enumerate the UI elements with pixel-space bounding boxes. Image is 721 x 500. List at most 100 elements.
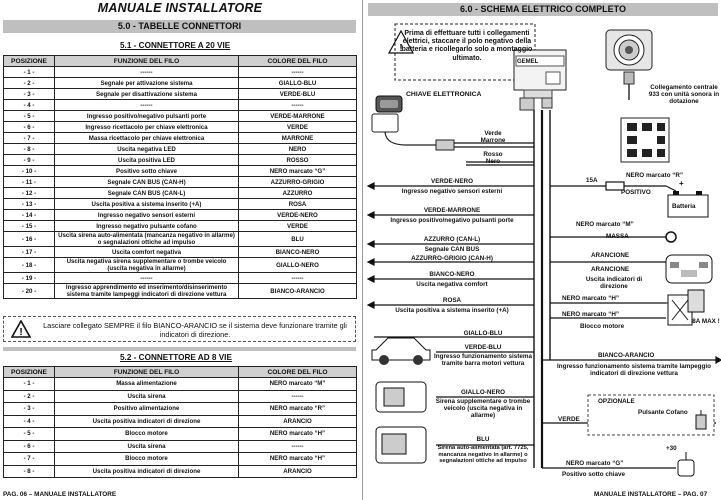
cell-position: - 17 - [3,246,55,258]
cell-color: ARANCIO [238,414,357,428]
label-plus: + [679,179,684,188]
siren-self-powered-icon [375,426,427,464]
label-arancione-1: ARANCIONE [591,252,630,259]
col-function: FUNZIONE DEL FILO [54,366,239,378]
connector-20-table: POSIZIONE FUNZIONE DEL FILO COLORE DEL F… [3,55,357,299]
cell-color: AZZURRO [238,187,357,199]
table-row: - 7 -Massa ricettacolo per chiave elettr… [3,132,357,144]
right-page: 6.0 - SCHEMA ELETTRICO COMPLETO ! [366,0,721,500]
note-warning-icon [387,29,415,54]
section-divider [3,347,356,351]
cell-color: VERDE-MARRONE [238,110,357,122]
cell-function: Ingresso apprendimento ed inserimento/di… [54,283,239,299]
cell-function: ------ [54,99,239,111]
cell-position: - 13 - [3,198,55,210]
cell-position: - 7 - [3,452,55,466]
cell-color: ROSSO [238,154,357,166]
col-function: FUNZIONE DEL FILO [54,55,239,67]
section-bar-tables: 5.0 - TABELLE CONNETTORI [3,20,356,33]
label-arancione-2: ARANCIONE [591,266,630,273]
cell-color: VERDE [238,121,357,133]
connector-8-icon [620,117,670,163]
label-positivo-chiave: Positivo sotto chiave [562,471,625,478]
cell-function: Uscita sirena [54,389,239,403]
cell-color: VERDE-BLU [238,88,357,100]
electronic-key-icon [371,95,455,151]
cell-position: - 4 - [3,414,55,428]
cell-color: BLU [238,231,357,247]
cell-position: - 6 - [3,121,55,133]
cell-position: - 3 - [3,88,55,100]
label-blocco: Blocco motore [580,323,625,330]
table-row: - 16 -Uscita sirena auto-alimentata (man… [3,231,357,247]
cell-function: Segnale per attivazione sistema [54,77,239,89]
cell-position: - 8 - [3,143,55,155]
cell-position: - 14 - [3,209,55,221]
cell-function: Uscita comfort negativa [54,246,239,258]
wire-desc-0: Ingresso negativo sensori esterni [401,188,503,195]
label-chiave: CHIAVE ELETTRONICA [406,91,482,98]
fuse-icon [687,289,705,313]
battery-icon [665,185,709,218]
wire-label-2: AZZURRO (CAN-L) [423,236,481,243]
cell-color: ------ [238,389,357,403]
label-nero-h1: NERO marcato “H” [562,295,620,302]
cell-position: - 9 - [3,154,55,166]
cell-position: - 7 - [3,132,55,144]
cell-position: - 4 - [3,99,55,111]
cell-function: Ingresso negativo pulsante cofano [54,220,239,232]
label-verde-marrone: Verde Marrone [480,130,506,144]
cell-function: Blocco motore [54,427,239,441]
cell-color: NERO marcato “R” [238,402,357,416]
warning-icon: ! [11,320,31,338]
ignition-switch-icon [677,452,695,477]
cell-color: ------ [238,439,357,453]
label-ingresso-lamp: Ingresso funzionamento sistema tramite l… [557,363,711,377]
siren-supplementary-icon [375,381,427,413]
car-side-icon [371,337,431,365]
cell-position: - 3 - [3,402,55,416]
label-opzionale: OPZIONALE [598,398,635,405]
footer-right: MANUALE INSTALLATORE – PAG. 07 [594,491,708,498]
table-row: - 1 ------------- [3,66,357,78]
cell-color: ------ [238,272,357,284]
cell-function: Uscita positiva a sistema inserito (+A) [54,198,239,210]
cell-function: Uscita sirena auto-alimentata (mancanza … [54,231,239,247]
wire-label-5: ROSA [442,297,462,304]
cell-function: Segnale CAN BUS (CAN-L) [54,187,239,199]
table-row: - 5 -Ingresso positivo/negativo pulsanti… [3,110,357,122]
svg-text:!: ! [399,43,402,54]
cell-function: Segnale CAN BUS (CAN-H) [54,176,239,188]
cell-color: GIALLO-NERO [238,257,357,273]
page-gutter [362,0,363,500]
cell-color: MARRONE [238,132,357,144]
label-bianco-arancio: BIANCO-ARANCIO [598,352,655,359]
lower-label-0: GIALLO-BLU [463,330,503,337]
cell-position: - 6 - [3,439,55,453]
cell-color: BIANCO-NERO [238,246,357,258]
ground-terminal-icon [665,231,677,243]
cell-function: Massa alimentazione [54,377,239,391]
cell-position: - 8 - [3,464,55,478]
cell-function: Uscita positiva indicatori di direzione [54,414,239,428]
table-row: - 20 -Ingresso apprendimento ed inserime… [3,283,357,299]
wiring-diagram: ! [366,23,721,477]
control-unit-icon [513,49,567,99]
cell-position: - 10 - [3,165,55,177]
wire-label-4: BIANCO-NERO [429,271,475,278]
cell-color: ROSA [238,198,357,210]
table1-title: 5.1 - CONNETTORE A 20 VIE [120,41,231,50]
lower-desc-2: Sirena supplementare o trombe veicolo (u… [435,398,531,419]
wire-label-0: VERDE-NERO [431,178,473,185]
label-verde-r: VERDE [558,416,580,423]
wire-desc-5: Uscita positiva a sistema inserito (+A) [395,307,509,314]
cell-color: AZZURRO-GRIGIO [238,176,357,188]
